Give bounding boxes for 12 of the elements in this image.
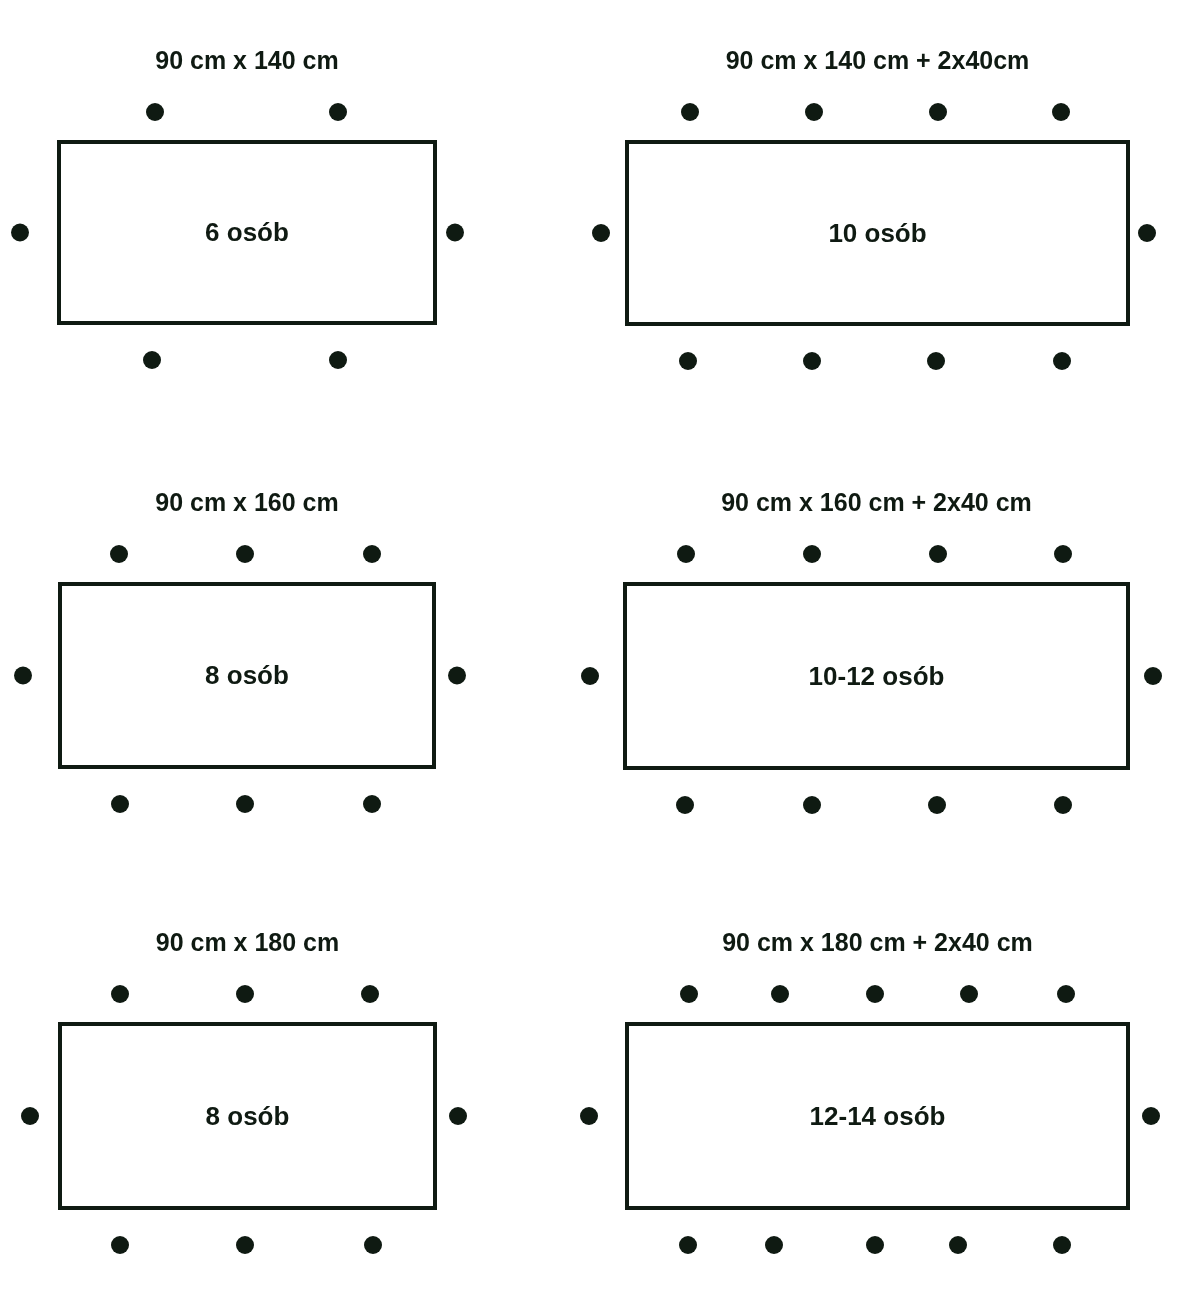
seat-count: 10 osób (828, 217, 927, 249)
table-dimensions: 90 cm x 140 cm + 2x40cm (725, 46, 1030, 75)
seat-count: 12-14 osób (809, 1100, 946, 1132)
table-dimensions: 90 cm x 140 cm (155, 46, 339, 75)
table-dimensions: 90 cm x 180 cm + 2x40 cm (722, 928, 1033, 957)
table-dimensions: 90 cm x 180 cm (155, 928, 340, 957)
seat-count: 8 osób (205, 660, 289, 691)
table-dimensions: 90 cm x 160 cm (155, 488, 339, 517)
table-dimensions: 90 cm x 160 cm + 2x40 cm (721, 488, 1032, 517)
seat-count: 10-12 osób (808, 660, 945, 692)
seat-count: 8 osób (205, 1100, 290, 1132)
seat-count: 6 osób (205, 217, 289, 248)
